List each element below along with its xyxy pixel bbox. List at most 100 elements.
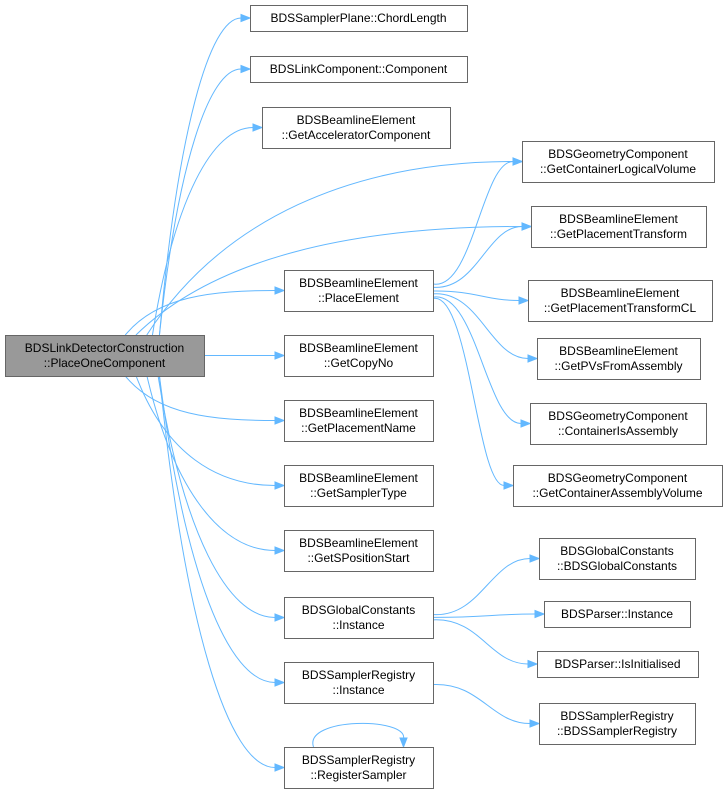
edge-srrs-to-srrs	[312, 722, 405, 748]
node-bgc[interactable]: BDSGlobalConstants::BDSGlobalConstants	[539, 538, 696, 580]
node-label-gcav-line-0: BDSGeometryComponent	[548, 471, 688, 485]
node-pe[interactable]: BDSBeamlineElement::PlaceElement	[284, 270, 434, 312]
node-label-gsps-line-0: BDSBeamlineElement	[299, 536, 418, 550]
edge-root-to-gst-arrowhead	[274, 481, 286, 490]
node-box-chord	[250, 5, 468, 32]
edge-srrs-to-srrs-arrowhead	[399, 737, 408, 749]
node-label-srrs-line-1: ::RegisterSampler	[310, 768, 406, 782]
edge-gci-to-bpii	[432, 619, 529, 665]
node-box-comp	[250, 56, 468, 83]
node-label-gpn-line-0: BDSBeamlineElement	[299, 406, 418, 420]
edge-root-to-comp-arrowhead	[240, 64, 252, 74]
edge-root-to-gci-arrowhead	[274, 613, 286, 622]
node-gst[interactable]: BDSBeamlineElement::GetSamplerType	[284, 465, 434, 507]
node-box-cia	[530, 403, 707, 445]
node-label-gpt-line-1: ::GetPlacementTransform	[550, 227, 687, 241]
node-label-gpvs-line-0: BDSBeamlineElement	[559, 344, 678, 358]
node-srsr[interactable]: BDSSamplerRegistry::BDSSamplerRegistry	[539, 703, 696, 745]
node-gcn[interactable]: BDSBeamlineElement::GetCopyNo	[284, 335, 434, 377]
edge-root-to-chord	[158, 17, 242, 336]
node-box-gac	[262, 107, 451, 149]
edge-sri-to-srsr	[432, 684, 531, 724]
node-label-gst-line-0: BDSBeamlineElement	[299, 471, 418, 485]
node-bpi[interactable]: BDSParser::Instance	[544, 601, 691, 628]
edge-root-to-srrs-arrowhead	[274, 763, 286, 772]
node-label-bpi-line-0: BDSParser::Instance	[561, 607, 673, 621]
node-box-gcav	[513, 465, 723, 507]
edge-root-to-srrs	[158, 375, 276, 768]
edge-root-to-sri-arrowhead	[274, 678, 286, 687]
node-label-gac-line-1: ::GetAcceleratorComponent	[282, 128, 431, 142]
edge-gci-to-bgc	[432, 558, 531, 616]
node-box-root	[5, 335, 205, 377]
node-label-gptcl-line-1: ::GetPlacementTransformCL	[544, 301, 697, 315]
node-box-srsr	[539, 703, 696, 745]
node-box-gptcl	[528, 280, 713, 322]
node-gci[interactable]: BDSGlobalConstants::Instance	[284, 597, 434, 639]
node-comp[interactable]: BDSLinkComponent::Component	[250, 56, 468, 83]
node-sri[interactable]: BDSSamplerRegistry::Instance	[284, 662, 434, 704]
node-label-chord-line-0: BDSSamplerPlane::ChordLength	[270, 11, 446, 25]
node-label-comp-line-0: BDSLinkComponent::Component	[270, 62, 448, 76]
edge-pe-to-gptcl	[432, 290, 520, 301]
node-label-gcav-line-1: ::GetContainerAssemblyVolume	[532, 486, 702, 500]
node-srrs[interactable]: BDSSamplerRegistry::RegisterSampler	[284, 747, 434, 789]
node-gclv[interactable]: BDSGeometryComponent::GetContainerLogica…	[522, 141, 715, 183]
edge-root-to-comp	[158, 68, 242, 336]
node-box-gsps	[284, 530, 434, 572]
node-box-gst	[284, 465, 434, 507]
node-chord[interactable]: BDSSamplerPlane::ChordLength	[250, 5, 468, 32]
edge-root-to-pe-arrowhead	[274, 286, 286, 295]
node-label-gpt-line-0: BDSBeamlineElement	[559, 212, 678, 226]
node-label-gcn-line-0: BDSBeamlineElement	[299, 341, 418, 355]
node-label-pe-line-0: BDSBeamlineElement	[299, 276, 418, 290]
edge-root-to-gpn-arrowhead	[274, 416, 286, 425]
edge-root-to-gsps-arrowhead	[274, 546, 286, 555]
edge-gci-to-bpi	[432, 613, 536, 618]
node-box-gpn	[284, 400, 434, 442]
node-box-sri	[284, 662, 434, 704]
node-label-gclv-line-0: BDSGeometryComponent	[548, 147, 688, 161]
node-box-bpi	[544, 601, 691, 628]
node-label-cia-line-1: ::ContainerIsAssembly	[558, 424, 678, 438]
node-root[interactable]: BDSLinkDetectorConstruction::PlaceOneCom…	[5, 335, 205, 377]
edge-sri-to-srsr-arrowhead	[529, 719, 541, 728]
node-gpt[interactable]: BDSBeamlineElement::GetPlacementTransfor…	[531, 206, 707, 248]
node-gac[interactable]: BDSBeamlineElement::GetAcceleratorCompon…	[262, 107, 451, 149]
edge-root-to-gpn	[124, 375, 276, 421]
edge-root-to-gpt	[135, 226, 523, 336]
node-gcav[interactable]: BDSGeometryComponent::GetContainerAssemb…	[513, 465, 723, 507]
node-label-cia-line-0: BDSGeometryComponent	[548, 409, 688, 423]
edge-pe-to-gpvs-arrowhead	[527, 354, 539, 363]
node-label-gst-line-1: ::GetSamplerType	[310, 486, 407, 500]
edge-pe-to-gptcl-arrowhead	[518, 296, 530, 305]
edge-pe-to-gpt-arrowhead	[521, 222, 533, 231]
node-label-gpn-line-1: ::GetPlacementName	[301, 421, 416, 435]
edge-root-to-gci	[157, 375, 276, 618]
edge-pe-to-gcav-arrowhead	[503, 481, 515, 490]
node-cia[interactable]: BDSGeometryComponent::ContainerIsAssembl…	[530, 403, 707, 445]
node-label-gac-line-0: BDSBeamlineElement	[297, 113, 416, 127]
edge-pe-to-gpvs	[432, 293, 529, 359]
node-bpii[interactable]: BDSParser::IsInitialised	[537, 651, 699, 678]
node-label-gsps-line-1: ::GetSPositionStart	[307, 551, 410, 565]
edge-root-to-gsps	[146, 375, 276, 551]
node-gptcl[interactable]: BDSBeamlineElement::GetPlacementTransfor…	[528, 280, 713, 322]
node-box-gclv	[522, 141, 715, 183]
edge-root-to-gclv	[146, 161, 514, 336]
node-label-gcn-line-1: ::GetCopyNo	[324, 356, 394, 370]
edge-root-to-sri	[158, 375, 276, 683]
node-box-gpvs	[537, 338, 701, 380]
node-label-gci-line-0: BDSGlobalConstants	[302, 603, 415, 617]
node-label-root-line-0: BDSLinkDetectorConstruction	[25, 341, 184, 355]
edge-root-to-gac-arrowhead	[252, 123, 264, 132]
edge-pe-to-gcav	[432, 297, 505, 486]
node-gpn[interactable]: BDSBeamlineElement::GetPlacementName	[284, 400, 434, 442]
node-gsps[interactable]: BDSBeamlineElement::GetSPositionStart	[284, 530, 434, 572]
node-label-sri-line-0: BDSSamplerRegistry	[302, 668, 415, 682]
node-label-bgc-line-0: BDSGlobalConstants	[560, 544, 673, 558]
edge-pe-to-gpt	[432, 226, 523, 288]
node-gpvs[interactable]: BDSBeamlineElement::GetPVsFromAssembly	[537, 338, 701, 380]
node-label-sri-line-1: ::Instance	[332, 683, 384, 697]
